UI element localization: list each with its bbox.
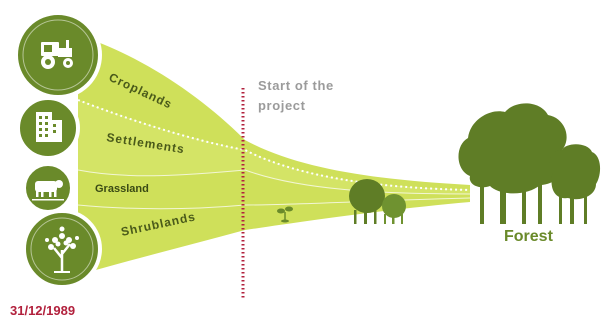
project-start-label: Start of the project (258, 78, 334, 113)
young-trees-icon (349, 179, 406, 224)
croplands-band (78, 35, 470, 190)
grassland-circle (22, 162, 74, 214)
forest-label: Forest (504, 228, 553, 245)
forest-icon (458, 103, 601, 224)
funnel-bands (77, 35, 471, 275)
band-separator (77, 169, 471, 195)
sapling-icon (277, 206, 293, 223)
buildings-icon (36, 112, 62, 142)
shrub-icon (45, 226, 79, 273)
settlements-circle (16, 96, 80, 160)
settlements-band (78, 100, 470, 194)
grassland-label: Grassland (95, 183, 149, 195)
shrublands-circle (22, 209, 102, 289)
croplands-circle (14, 11, 102, 99)
tractor-icon (41, 40, 73, 69)
shrublands-band (78, 198, 470, 275)
date-label: 31/12/1989 (10, 303, 76, 318)
cow-icon (32, 180, 64, 201)
